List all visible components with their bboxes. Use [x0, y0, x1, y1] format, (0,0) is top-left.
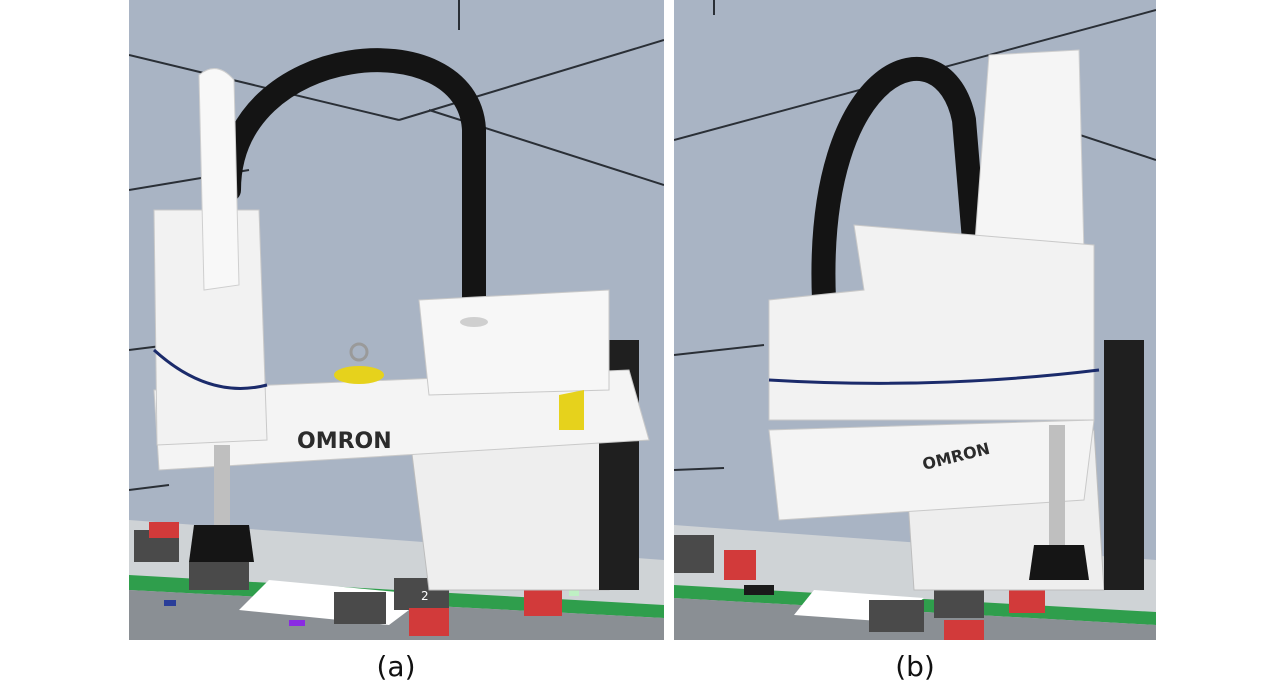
quill-shaft [214, 445, 230, 525]
robot-base [408, 429, 610, 591]
scara-robot-render-b: OMRON [674, 0, 1156, 640]
head-top-column [198, 68, 240, 291]
gripper [189, 525, 254, 562]
blue-stripe [768, 368, 1100, 385]
yellow-indicator [559, 390, 584, 430]
svg-text:2: 2 [421, 589, 429, 603]
cable-port [460, 317, 488, 327]
robot-image-panel-a: 2 OMRON [129, 0, 664, 640]
base-back-panel [1104, 340, 1144, 590]
scara-robot-render-a: 2 OMRON [129, 0, 664, 640]
gripper [1029, 545, 1089, 580]
parts-group: 2 [134, 522, 579, 636]
blue-stripe [152, 348, 268, 390]
quill-shaft [1049, 425, 1065, 545]
cable-hose [217, 48, 486, 332]
caption-a: (a) [376, 650, 416, 683]
robot-image-panel-b: OMRON [674, 0, 1156, 640]
caption-b: (b) [895, 650, 935, 683]
cable-hose [811, 57, 986, 312]
robot-head [768, 224, 1095, 421]
head-top-column [973, 49, 1085, 256]
robot-arm [768, 419, 1095, 521]
eye-bolt [349, 342, 369, 362]
brand-label-a: OMRON [297, 429, 392, 454]
arm-joint-cover [418, 289, 610, 396]
yellow-cap [334, 366, 384, 384]
